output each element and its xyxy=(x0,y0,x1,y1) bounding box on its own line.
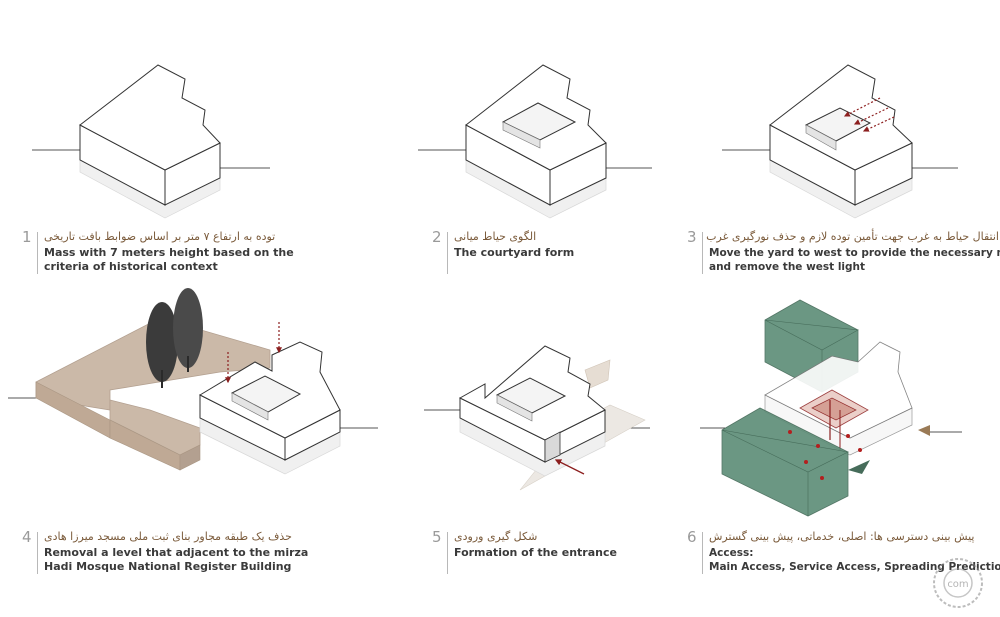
english-line-1: Access: xyxy=(709,547,754,559)
step-number: 2 xyxy=(432,228,442,246)
diagram-1-mass xyxy=(32,64,270,219)
english-label: Access: Main Access, Service Access, Spr… xyxy=(709,546,1000,574)
english-label: Move the yard to west to provide the nec… xyxy=(709,246,1000,274)
caption-divider xyxy=(447,232,448,274)
english-label: Removal a level that adjacent to the mir… xyxy=(44,546,322,574)
english-label: The courtyard form xyxy=(454,246,732,260)
diagram-3-moved-yard xyxy=(722,64,958,219)
persian-label: پیش بینی دسترسی ها: اصلی، خدماتی، پیش بی… xyxy=(709,530,975,543)
caption-divider xyxy=(37,232,38,274)
diagram-5-entrance xyxy=(424,345,650,491)
persian-label: توده به ارتفاع ۷ متر بر اساس ضوابط بافت … xyxy=(44,230,276,243)
caption-divider xyxy=(702,532,703,574)
caption-divider xyxy=(37,532,38,574)
english-label: Formation of the entrance xyxy=(454,546,732,560)
persian-label: الگوی حیاط میانی xyxy=(454,230,537,243)
english-line-1: Move the yard to west to provide the nec… xyxy=(709,247,1000,259)
tree-icon xyxy=(146,302,178,388)
caption-step-3: 3 انتقال حیاط به غرب جهت تأمین توده لازم… xyxy=(687,228,1000,278)
diagram-4-removal xyxy=(8,288,378,475)
english-line-1: Mass with 7 meters height based on the xyxy=(44,246,294,259)
watermark-text: com xyxy=(947,579,968,590)
caption-step-6: 6 پیش بینی دسترسی ها: اصلی، خدماتی، پیش … xyxy=(687,528,1000,578)
caption-step-2: 2 الگوی حیاط میانی The courtyard form xyxy=(432,228,732,278)
english-line-2: and remove the west light xyxy=(709,261,866,273)
english-line-1: The courtyard form xyxy=(454,246,575,259)
english-line-1: Formation of the entrance xyxy=(454,546,617,559)
step-number: 3 xyxy=(687,228,697,246)
persian-label: شکل گیری ورودی xyxy=(454,530,538,543)
caption-step-5: 5 شکل گیری ورودی Formation of the entran… xyxy=(432,528,732,578)
diagram-6-access xyxy=(700,299,962,517)
english-label: Mass with 7 meters height based on the c… xyxy=(44,246,322,274)
watermark-logo-icon: com xyxy=(933,558,983,608)
step-number: 4 xyxy=(22,528,32,546)
english-line-2: criteria of historical context xyxy=(44,260,218,273)
caption-step-1: 1 توده به ارتفاع ۷ متر بر اساس ضوابط باف… xyxy=(22,228,322,278)
english-line-1: Removal a level that adjacent to the mir… xyxy=(44,546,309,559)
caption-step-4: 4 حذف یک طبقه مجاور بنای ثبت ملی مسجد می… xyxy=(22,528,322,578)
caption-divider xyxy=(702,232,703,274)
english-line-2: Main Access, Service Access, Spreading P… xyxy=(709,561,1000,573)
persian-label: انتقال حیاط به غرب جهت تأمین توده لازم و… xyxy=(706,230,999,243)
step-number: 6 xyxy=(687,528,697,546)
step-number: 5 xyxy=(432,528,442,546)
tree-icon xyxy=(173,288,203,372)
english-line-2: Hadi Mosque National Register Building xyxy=(44,560,292,573)
step-number: 1 xyxy=(22,228,32,246)
caption-divider xyxy=(447,532,448,574)
diagram-2-courtyard xyxy=(418,64,652,219)
persian-label: حذف یک طبقه مجاور بنای ثبت ملی مسجد میرز… xyxy=(44,530,292,543)
